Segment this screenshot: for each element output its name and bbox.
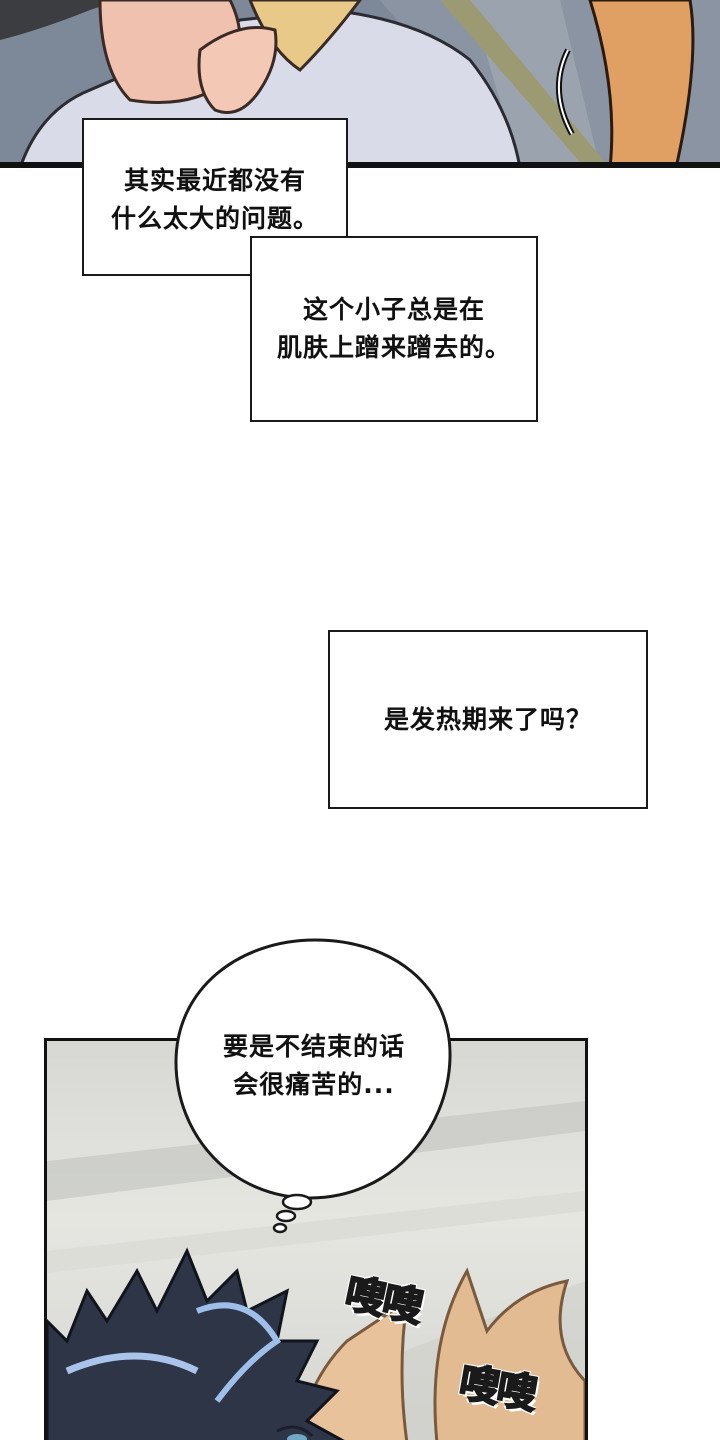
caption-box-rubbing-skin: 这个小子总是在 肌肤上蹭来蹭去的。 bbox=[250, 236, 538, 422]
top-panel-art bbox=[0, 0, 720, 168]
bottom-panel-art bbox=[47, 1101, 585, 1440]
caption-text: 其实最近都没有 什么太大的问题。 bbox=[110, 166, 319, 233]
thought-bubble bbox=[174, 938, 452, 1234]
caption-text: 这个小子总是在 肌肤上蹭来蹭去的。 bbox=[276, 295, 511, 362]
caption-text: 是发热期来了吗？ bbox=[383, 704, 592, 734]
bottom-illustration-panel bbox=[44, 1038, 588, 1440]
caption-box-recently-no-problem: 其实最近都没有 什么太大的问题。 bbox=[82, 118, 348, 276]
top-illustration-panel bbox=[0, 0, 720, 168]
caption-box-heat-period-question: 是发热期来了吗？ bbox=[328, 630, 648, 809]
thought-bubble-text: 要是不结束的话 会很痛苦的... bbox=[222, 1032, 405, 1099]
